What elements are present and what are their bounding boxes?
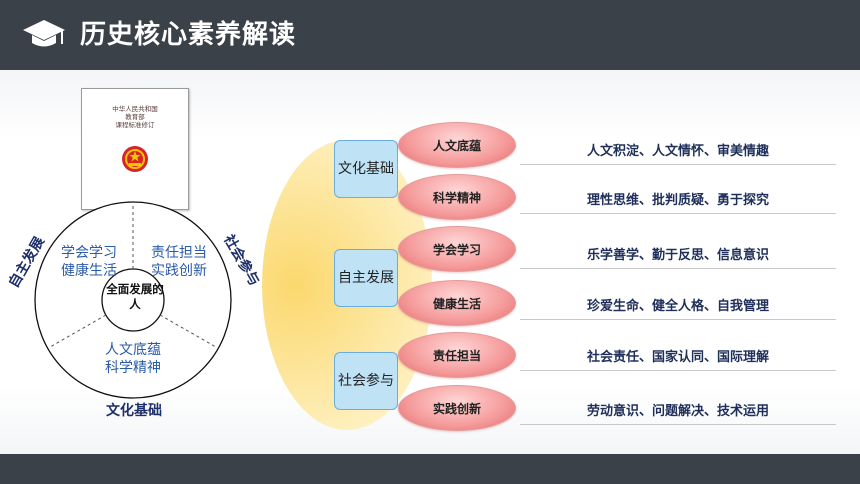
wheel-top-left-text: 学会学习 健康生活 — [61, 245, 117, 279]
curriculum-document-image: 中华人民共和国 教育部 课程标准修订 — [81, 88, 189, 210]
page-title: 历史核心素养解读 — [80, 20, 297, 50]
national-emblem-icon — [122, 146, 148, 172]
competency-description: 珍爱生命、健全人格、自我管理 — [520, 295, 836, 320]
competency-pill: 责任担当 — [398, 332, 516, 378]
category-box: 自主发展 — [334, 249, 398, 307]
document-line: 课程标准修订 — [115, 121, 155, 129]
wheel-top-right-text: 责任担当 实践创新 — [151, 245, 207, 279]
competency-description: 社会责任、国家认同、国际理解 — [520, 346, 836, 371]
category-box: 社会参与 — [334, 352, 398, 410]
document-line: 中华人民共和国 — [112, 105, 158, 113]
competency-pill: 学会学习 — [398, 226, 516, 272]
document-line: 教育部 — [125, 113, 145, 121]
header-bar: 历史核心素养解读 — [0, 0, 860, 70]
competency-pill: 人文底蕴 — [398, 122, 516, 168]
competency-pill: 实践创新 — [398, 385, 516, 431]
wheel-center-label: 全面发展的人 — [106, 282, 164, 311]
competency-description: 劳动意识、问题解决、技术运用 — [520, 400, 836, 425]
footer-bar — [0, 454, 860, 484]
competency-pill: 健康生活 — [398, 280, 516, 326]
competency-description: 乐学善学、勤于反思、信息意识 — [520, 244, 836, 269]
graduation-cap-icon — [23, 20, 65, 47]
competency-pill: 科学精神 — [398, 174, 516, 220]
wheel-bottom-text: 人文底蕴 科学精神 — [105, 342, 161, 376]
wheel-bottom-label: 文化基础 — [106, 403, 162, 419]
competency-description: 理性思维、批判质疑、勇于探究 — [520, 189, 836, 214]
competency-description: 人文积淀、人文情怀、审美情趣 — [520, 140, 836, 165]
category-box: 文化基础 — [334, 140, 398, 198]
